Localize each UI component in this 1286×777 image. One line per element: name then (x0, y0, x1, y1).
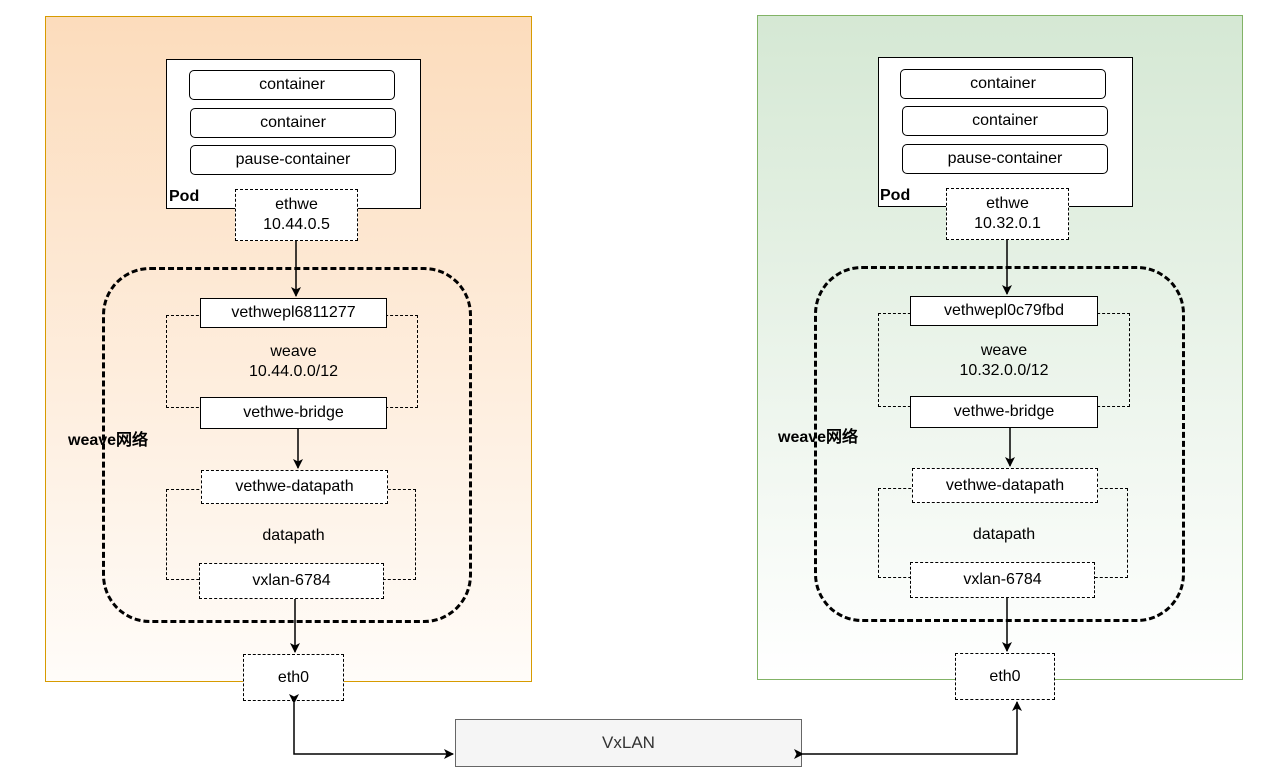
right-vethwe-bridge: vethwe-bridge (910, 396, 1098, 428)
left-weave-network-zone (102, 267, 472, 623)
right-container-2: container (902, 106, 1108, 136)
left-datapath: datapath (262, 527, 325, 544)
left-container-1: container (189, 70, 395, 100)
left-vethwe-bridge: vethwe-bridge (200, 397, 387, 429)
right-weave-network-label: weave网络 (778, 429, 859, 446)
right-pause-container: pause-container (902, 144, 1108, 174)
right-ethwe-ip: 10.32.0.1 (974, 215, 1041, 232)
left-ethwe-name: ethwe (275, 196, 318, 213)
right-veth-pair: vethwepl0c79fbd (910, 296, 1098, 326)
right-vxlan-port: vxlan-6784 (910, 562, 1095, 598)
left-ethwe-interface: ethwe 10.44.0.5 (235, 189, 358, 241)
right-weave-network-zone (814, 266, 1185, 622)
left-weave-bridge: weave 10.44.0.0/12 (200, 342, 387, 382)
right-tunnel-link (794, 701, 1022, 759)
left-weave-network-label: weave网络 (68, 432, 149, 449)
left-tunnel-link (289, 694, 454, 759)
right-bridge-name: weave (980, 342, 1028, 359)
right-ethwe-interface: ethwe 10.32.0.1 (946, 188, 1069, 240)
right-bridge-cidr: 10.32.0.0/12 (959, 362, 1049, 379)
left-pause-container: pause-container (190, 145, 396, 175)
right-vethwe-datapath: vethwe-datapath (912, 468, 1098, 503)
left-vxlan-port: vxlan-6784 (199, 563, 384, 599)
vxlan-tunnel: VxLAN (455, 719, 802, 767)
right-container-1: container (900, 69, 1106, 99)
right-pod-label: Pod (880, 187, 911, 204)
left-vethwe-datapath: vethwe-datapath (201, 470, 388, 504)
left-veth-pair: vethwepl6811277 (200, 298, 387, 328)
left-container-2: container (190, 108, 396, 138)
left-bridge-cidr: 10.44.0.0/12 (249, 363, 338, 380)
left-ethwe-ip: 10.44.0.5 (263, 216, 330, 233)
right-eth0: eth0 (955, 653, 1055, 700)
left-pod-label: Pod (169, 188, 200, 205)
right-weave-bridge: weave 10.32.0.0/12 (910, 341, 1098, 381)
left-bridge-name: weave (270, 343, 317, 360)
right-datapath: datapath (972, 526, 1036, 543)
right-ethwe-name: ethwe (986, 195, 1029, 212)
